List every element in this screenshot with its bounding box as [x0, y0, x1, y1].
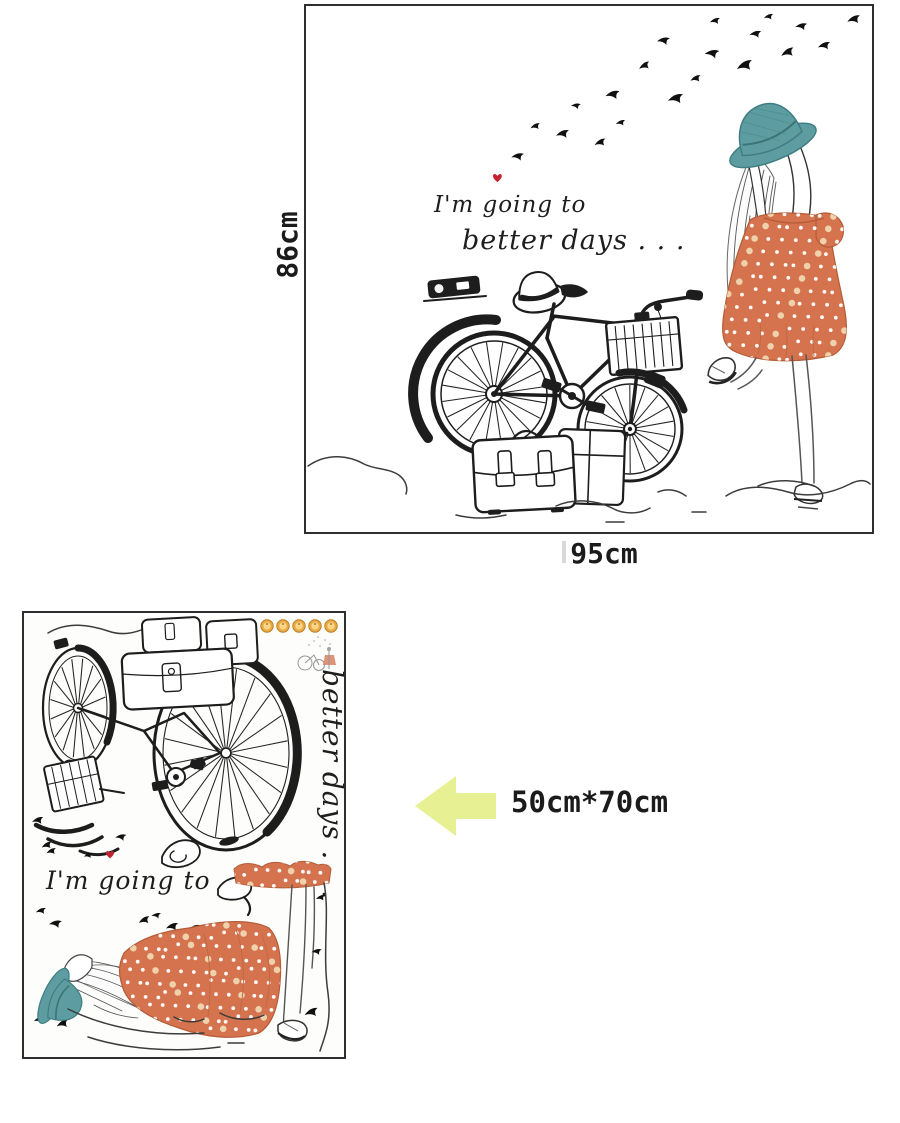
- bicycle-illustration: [408, 271, 704, 484]
- decal-artwork-illustration: I'm going to better days . . .: [307, 14, 871, 523]
- teal-hat: [729, 102, 817, 169]
- girl-illustration: [707, 102, 847, 510]
- quote-line1: I'm going to: [433, 192, 586, 218]
- faint-tick-mark: [562, 541, 566, 563]
- teal-hat-rotated: [37, 967, 83, 1025]
- ground-lines: [307, 456, 871, 523]
- luggage-bags: [471, 428, 627, 515]
- quote-text: I'm going to better days . . .: [433, 174, 685, 256]
- vertical-quote-text: better days . . .: [316, 669, 344, 900]
- sheet-size-label: 50cm*70cm: [511, 785, 669, 819]
- bottom-quote: I'm going to: [45, 851, 211, 895]
- quote-line2: better days . . .: [462, 225, 685, 256]
- width-dimension-label: 95cm: [570, 537, 638, 570]
- dress-flower-dots: [722, 212, 847, 361]
- height-dimension-label: 86cm: [271, 211, 304, 279]
- heart-dot-icon: [493, 174, 502, 183]
- sticker-sheet-illustration: better days . . . I'm going to: [32, 616, 344, 1052]
- sheet-ground-lines: [67, 882, 330, 1052]
- left-arrow-icon: [415, 776, 496, 836]
- quote-line1-bottom: I'm going to: [45, 866, 211, 895]
- rotated-bicycle: [41, 624, 302, 852]
- gold-seal-badges: [260, 619, 338, 633]
- product-thumbnail: [297, 636, 336, 671]
- sticker-sheet-frame: better days . . . I'm going to: [22, 611, 346, 1059]
- decal-artwork-frame: I'm going to better days . . .: [304, 4, 874, 534]
- rear-rack-lamp: [427, 275, 481, 299]
- rotated-basket: [43, 755, 105, 813]
- wire-basket: [604, 311, 684, 376]
- rotated-luggage: [120, 616, 259, 711]
- hat-on-seat: [512, 271, 567, 314]
- girl-legs: [707, 354, 824, 510]
- size-callout-arrow: [412, 774, 500, 842]
- branch-and-birds: [32, 817, 127, 857]
- lying-girl: [37, 921, 282, 1038]
